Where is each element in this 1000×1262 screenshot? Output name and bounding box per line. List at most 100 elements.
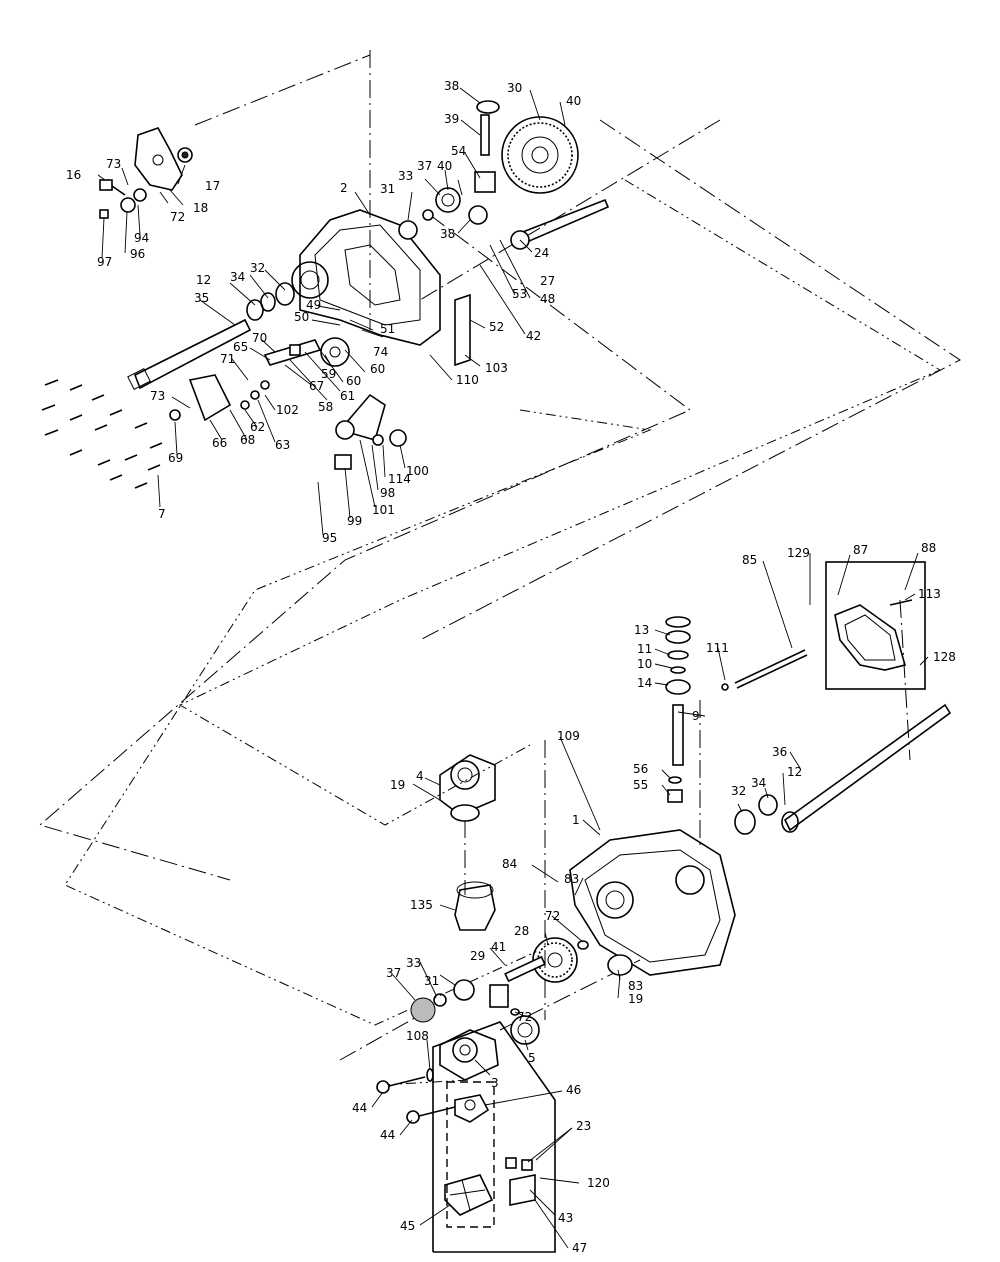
callout-103: 103 bbox=[485, 361, 508, 375]
callout-2: 2 bbox=[340, 181, 348, 195]
callout-36: 36 bbox=[772, 745, 787, 759]
callout-108: 108 bbox=[406, 1029, 429, 1043]
callout-72-lower: 72 bbox=[517, 1010, 532, 1024]
callout-38-lower: 38 bbox=[440, 227, 455, 241]
callout-99: 99 bbox=[347, 514, 362, 528]
callout-5: 5 bbox=[528, 1051, 536, 1065]
callout-66: 66 bbox=[212, 436, 227, 450]
callout-33-lower: 33 bbox=[406, 956, 421, 970]
callout-71: 71 bbox=[220, 352, 235, 366]
callout-12-upper: 12 bbox=[196, 273, 211, 287]
callout-56: 56 bbox=[633, 762, 648, 776]
callout-46: 46 bbox=[566, 1083, 581, 1097]
callout-11: 11 bbox=[637, 642, 652, 656]
callout-4: 4 bbox=[416, 769, 424, 783]
callout-88: 88 bbox=[921, 541, 936, 555]
callout-110: 110 bbox=[456, 373, 479, 387]
callout-61: 61 bbox=[340, 389, 355, 403]
callout-114: 114 bbox=[388, 472, 411, 486]
bolt-cluster bbox=[41, 379, 163, 489]
callout-60-a: 60 bbox=[370, 362, 385, 376]
callout-30: 30 bbox=[507, 81, 522, 95]
callout-53: 53 bbox=[512, 287, 527, 301]
guide-lines bbox=[38, 50, 961, 1086]
callout-31-lower: 31 bbox=[424, 974, 439, 988]
callout-19-lower: 19 bbox=[628, 992, 643, 1006]
callout-120: 120 bbox=[587, 1176, 610, 1190]
callout-69: 69 bbox=[168, 451, 183, 465]
callout-72-upper: 72 bbox=[170, 210, 185, 224]
callout-19-upper: 19 bbox=[390, 778, 405, 792]
callout-23: 23 bbox=[576, 1119, 591, 1133]
callout-59: 59 bbox=[321, 367, 336, 381]
callout-68: 68 bbox=[240, 433, 255, 447]
callout-55: 55 bbox=[633, 778, 648, 792]
callout-109: 109 bbox=[557, 729, 580, 743]
callout-40-upper: 40 bbox=[566, 94, 581, 108]
callout-13: 13 bbox=[634, 623, 649, 637]
callout-83-upper: 83 bbox=[564, 872, 579, 886]
callout-10: 10 bbox=[637, 657, 652, 671]
callout-94: 94 bbox=[134, 231, 149, 245]
callout-83-lower: 83 bbox=[628, 979, 643, 993]
callout-27: 27 bbox=[540, 274, 555, 288]
callout-16: 16 bbox=[66, 168, 81, 182]
callout-48: 48 bbox=[540, 292, 555, 306]
upper-housing-assembly bbox=[99, 100, 610, 470]
callout-73-upper: 73 bbox=[106, 157, 121, 171]
callout-44-lower: 44 bbox=[380, 1128, 395, 1142]
callout-33-upper: 33 bbox=[398, 169, 413, 183]
callout-49: 49 bbox=[306, 298, 321, 312]
callout-60-b: 60 bbox=[346, 374, 361, 388]
callout-51: 51 bbox=[380, 322, 395, 336]
callout-58: 58 bbox=[318, 400, 333, 414]
callout-52: 52 bbox=[489, 320, 504, 334]
lower-housing-assembly bbox=[376, 561, 952, 1253]
callout-70: 70 bbox=[252, 331, 267, 345]
callout-96: 96 bbox=[130, 247, 145, 261]
callout-50: 50 bbox=[294, 310, 309, 324]
callout-34-lower: 34 bbox=[751, 776, 766, 790]
callout-84: 84 bbox=[502, 857, 517, 871]
callout-72-mid: 72 bbox=[545, 909, 560, 923]
callout-73-lower: 73 bbox=[150, 389, 165, 403]
callout-31-upper: 31 bbox=[380, 182, 395, 196]
callout-9: 9 bbox=[692, 709, 700, 723]
callout-39: 39 bbox=[444, 112, 459, 126]
callout-85: 85 bbox=[742, 553, 757, 567]
callout-18: 18 bbox=[193, 201, 208, 215]
callout-102: 102 bbox=[276, 403, 299, 417]
callout-28: 28 bbox=[514, 924, 529, 938]
callout-54: 54 bbox=[451, 144, 466, 158]
callout-41: 41 bbox=[491, 940, 506, 954]
callout-113: 113 bbox=[918, 587, 941, 601]
callout-47: 47 bbox=[572, 1241, 587, 1255]
callout-62: 62 bbox=[250, 420, 265, 434]
callout-43: 43 bbox=[558, 1211, 573, 1225]
callout-87: 87 bbox=[853, 543, 868, 557]
callout-37-upper: 37 bbox=[417, 159, 432, 173]
callout-37-lower: 37 bbox=[386, 966, 401, 980]
callout-42: 42 bbox=[526, 329, 541, 343]
callout-1: 1 bbox=[572, 813, 580, 827]
callout-labels: 2 3 4 5 7 9 10 11 12 12 13 14 16 17 18 1… bbox=[66, 79, 956, 1255]
callout-14: 14 bbox=[637, 676, 652, 690]
callout-98: 98 bbox=[380, 486, 395, 500]
callout-95: 95 bbox=[322, 531, 337, 545]
callout-44-upper: 44 bbox=[352, 1101, 367, 1115]
callout-101: 101 bbox=[372, 503, 395, 517]
callout-38-upper: 38 bbox=[444, 79, 459, 93]
callout-12-lower: 12 bbox=[787, 765, 802, 779]
callout-32-lower: 32 bbox=[731, 784, 746, 798]
leader-lines bbox=[97, 87, 929, 1249]
callout-111: 111 bbox=[706, 641, 729, 655]
callout-17: 17 bbox=[205, 179, 220, 193]
callout-63: 63 bbox=[275, 438, 290, 452]
callout-34-upper: 34 bbox=[230, 270, 245, 284]
callout-24: 24 bbox=[534, 246, 549, 260]
callout-97: 97 bbox=[97, 255, 112, 269]
callout-67: 67 bbox=[309, 379, 324, 393]
callout-135: 135 bbox=[410, 898, 433, 912]
callout-3: 3 bbox=[491, 1076, 499, 1090]
